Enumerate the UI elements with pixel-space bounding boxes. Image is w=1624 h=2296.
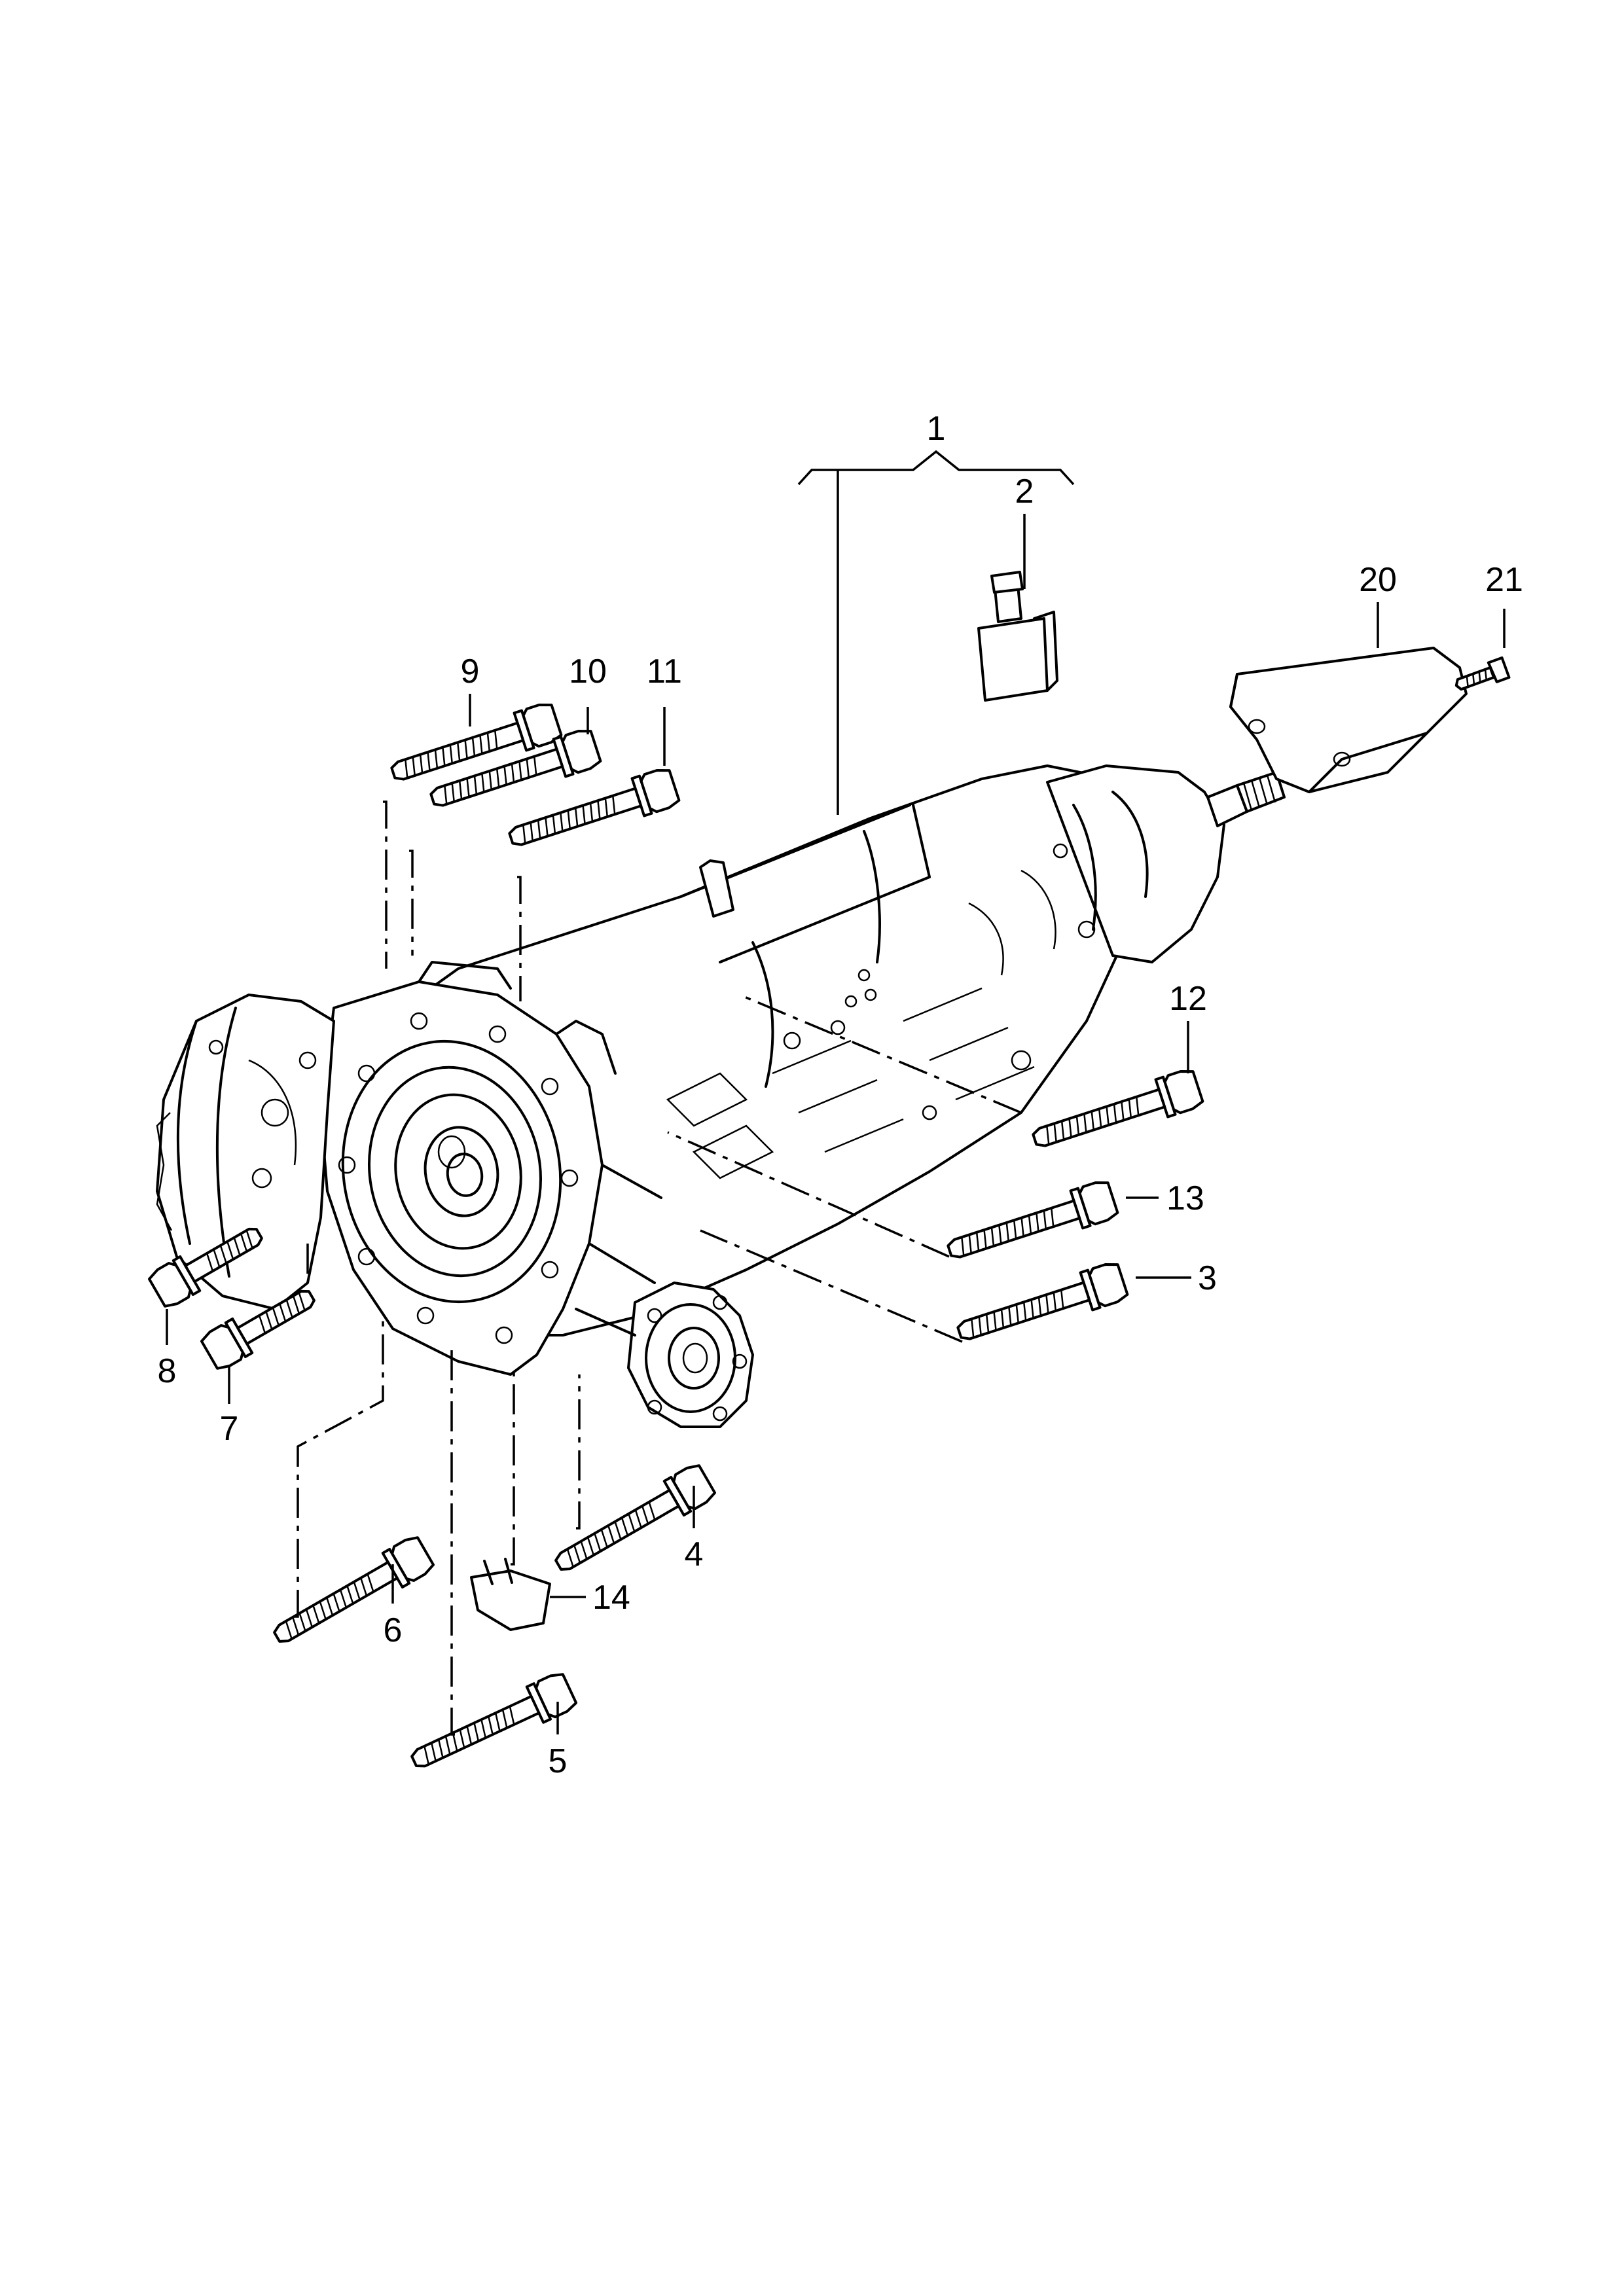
alignment-lines [295,800,1022,1736]
item-1-bracket [797,450,1075,815]
callout-6: 6 [384,1611,403,1649]
callout-12: 12 [1169,980,1207,1018]
callout-4: 4 [685,1535,704,1573]
callout-7: 7 [220,1410,239,1448]
bolt-3 [952,1259,1130,1353]
callout-21: 21 [1485,561,1523,599]
screw-21 [1454,656,1511,691]
heat-shield [1229,647,1468,793]
callout-10: 10 [569,653,607,691]
transmission-assembly [156,764,1286,1428]
callout-3: 3 [1198,1259,1217,1297]
bolt-6 [266,1533,437,1655]
callout-1: 1 [927,410,946,448]
callout-9: 9 [461,653,480,691]
callout-20: 20 [1359,561,1397,599]
callout-11: 11 [647,653,682,691]
callout-5: 5 [549,1742,568,1780]
callout-2: 2 [1015,473,1034,511]
bolt-11 [503,765,682,859]
clip-14 [470,1558,551,1631]
callout-14: 14 [592,1579,630,1617]
oil-bottle [977,571,1058,702]
leader-lines [166,514,1506,1734]
callout-8: 8 [158,1352,177,1390]
bolt-12 [1027,1066,1206,1160]
bolt-13 [942,1177,1121,1271]
callout-numbers: 1 2 20 21 9 10 11 12 13 3 8 7 4 14 6 5 [158,410,1523,1780]
callout-13: 13 [1166,1179,1204,1217]
